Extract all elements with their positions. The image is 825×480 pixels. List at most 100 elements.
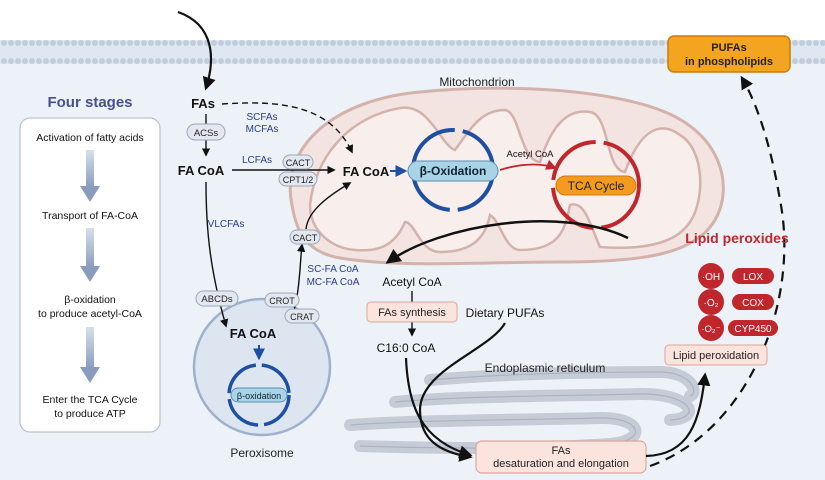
membrane-lipid-heads bbox=[1, 40, 825, 64]
peroxisome-beta-pill bbox=[230, 387, 288, 403]
ros-o2minus-label: ·O₂⁻ bbox=[701, 324, 720, 335]
membrane-lipid-head bbox=[400, 58, 406, 64]
cact-top-pill bbox=[282, 154, 314, 170]
acss-label: ACSs bbox=[194, 128, 219, 139]
membrane-lipid-head bbox=[337, 58, 343, 64]
stage-3-line-1: β-oxidation bbox=[64, 294, 116, 306]
membrane-lipid-head bbox=[232, 40, 238, 46]
desaturation-box bbox=[475, 440, 647, 474]
membrane-lipid-head bbox=[435, 58, 441, 64]
membrane-lipid-head bbox=[267, 40, 273, 46]
membrane-lipid-head bbox=[148, 40, 154, 46]
fa-coa-cytosol: FA CoA bbox=[178, 163, 225, 178]
membrane-lipid-head bbox=[820, 58, 825, 64]
crot-pill bbox=[264, 292, 300, 308]
membrane-lipid-head bbox=[99, 58, 105, 64]
membrane-lipid-head bbox=[575, 40, 581, 46]
membrane-lipid-head bbox=[358, 40, 364, 46]
membrane-lipid-head bbox=[547, 58, 553, 64]
dietary-to-desat-arrow bbox=[418, 322, 506, 462]
cox-label: COX bbox=[742, 298, 764, 309]
membrane-lipid-head bbox=[113, 40, 119, 46]
membrane-lipid-head bbox=[582, 58, 588, 64]
membrane-lipid-head bbox=[64, 40, 70, 46]
cpt-label: CPT1/2 bbox=[283, 175, 314, 185]
membrane-lipid-head bbox=[169, 40, 175, 46]
fas-synthesis-box bbox=[366, 301, 458, 323]
membrane-lipid-head bbox=[78, 40, 84, 46]
membrane-lipid-head bbox=[218, 40, 224, 46]
fas-synthesis-label: FAs synthesis bbox=[378, 307, 446, 319]
desaturation-line-2: desaturation and elongation bbox=[493, 458, 629, 470]
dietary-pufas-label: Dietary PUFAs bbox=[466, 306, 545, 320]
membrane-lipid-head bbox=[71, 58, 77, 64]
beta-oxidation-pill bbox=[407, 160, 499, 182]
membrane-lipid-head bbox=[309, 58, 315, 64]
membrane-lipid-head bbox=[659, 40, 665, 46]
membrane-lipid-head bbox=[225, 58, 231, 64]
stage-4-line-1: Enter the TCA Cycle bbox=[43, 394, 138, 406]
scfas-label: SCFAs bbox=[246, 112, 277, 123]
membrane-lipid-head bbox=[372, 40, 378, 46]
membrane-lipid-head bbox=[596, 40, 602, 46]
membrane-lipid-head bbox=[15, 40, 21, 46]
membrane-lipid-head bbox=[344, 58, 350, 64]
membrane-lipid-head bbox=[239, 58, 245, 64]
membrane-lipid-head bbox=[414, 58, 420, 64]
membrane-lipid-head bbox=[85, 58, 91, 64]
membrane-lipid-head bbox=[260, 58, 266, 64]
membrane-lipid-head bbox=[309, 40, 315, 46]
membrane-lipid-head bbox=[421, 40, 427, 46]
membrane-lipid-head bbox=[407, 58, 413, 64]
membrane-lipid-head bbox=[1, 58, 7, 64]
c16-label: C16:0 CoA bbox=[377, 341, 436, 355]
membrane-lipid-head bbox=[197, 58, 203, 64]
membrane-lipid-head bbox=[813, 58, 819, 64]
four-stages-panel: Four stages Activation of fatty acids Tr… bbox=[19, 94, 161, 433]
membrane-lipid-head bbox=[498, 58, 504, 64]
membrane-lipid-head bbox=[463, 40, 469, 46]
peroxisome-beta-cycle bbox=[227, 363, 291, 427]
membrane-lipid-head bbox=[386, 58, 392, 64]
membrane-lipid-head bbox=[610, 40, 616, 46]
mito-to-acetylcoa-arrow bbox=[385, 220, 629, 264]
cact-to-facoa-arrow bbox=[305, 182, 352, 230]
membrane-lipid-head bbox=[603, 58, 609, 64]
membrane-lipid-head bbox=[246, 40, 252, 46]
membrane-lipid-head bbox=[561, 58, 567, 64]
membrane-lipid-head bbox=[78, 58, 84, 64]
membrane-lipid-head bbox=[519, 58, 525, 64]
lox-pill bbox=[732, 268, 774, 284]
membrane-lipid-head bbox=[596, 58, 602, 64]
membrane-lipid-head bbox=[197, 40, 203, 46]
membrane-lipid-head bbox=[645, 40, 651, 46]
fas-entry-arrow bbox=[177, 10, 216, 91]
membrane-lipid-head bbox=[274, 58, 280, 64]
membrane-lipid-head bbox=[120, 40, 126, 46]
crat-label: CRAT bbox=[290, 312, 314, 322]
membrane-lipid-head bbox=[155, 58, 161, 64]
membrane-lipid-head bbox=[428, 58, 434, 64]
membrane-lipid-head bbox=[519, 40, 525, 46]
membrane-lipid-head bbox=[491, 58, 497, 64]
membrane-lipid-head bbox=[36, 40, 42, 46]
membrane-lipid-head bbox=[106, 58, 112, 64]
membrane-lipid-head bbox=[155, 40, 161, 46]
membrane-lipid-head bbox=[421, 58, 427, 64]
membrane-lipid-head bbox=[400, 40, 406, 46]
stage-arrow-1 bbox=[80, 150, 100, 202]
mcfas-label: MCFAs bbox=[246, 124, 279, 135]
membrane-lipid-head bbox=[323, 58, 329, 64]
membrane-lipid-head bbox=[806, 58, 812, 64]
crat-pill bbox=[284, 308, 320, 324]
desat-to-pufas-dashed-arrow bbox=[649, 75, 786, 468]
scfa-dashed-arrow bbox=[221, 102, 353, 154]
membrane-lipid-head bbox=[288, 58, 294, 64]
membrane-lipid-head bbox=[442, 40, 448, 46]
sc-fa-coa-label: SC-FA CoA bbox=[307, 264, 358, 275]
er-label: Endoplasmic reticulum bbox=[485, 361, 606, 375]
peroxisome-label: Peroxisome bbox=[230, 446, 294, 460]
membrane-lipid-head bbox=[295, 58, 301, 64]
membrane-lipid-head bbox=[190, 58, 196, 64]
